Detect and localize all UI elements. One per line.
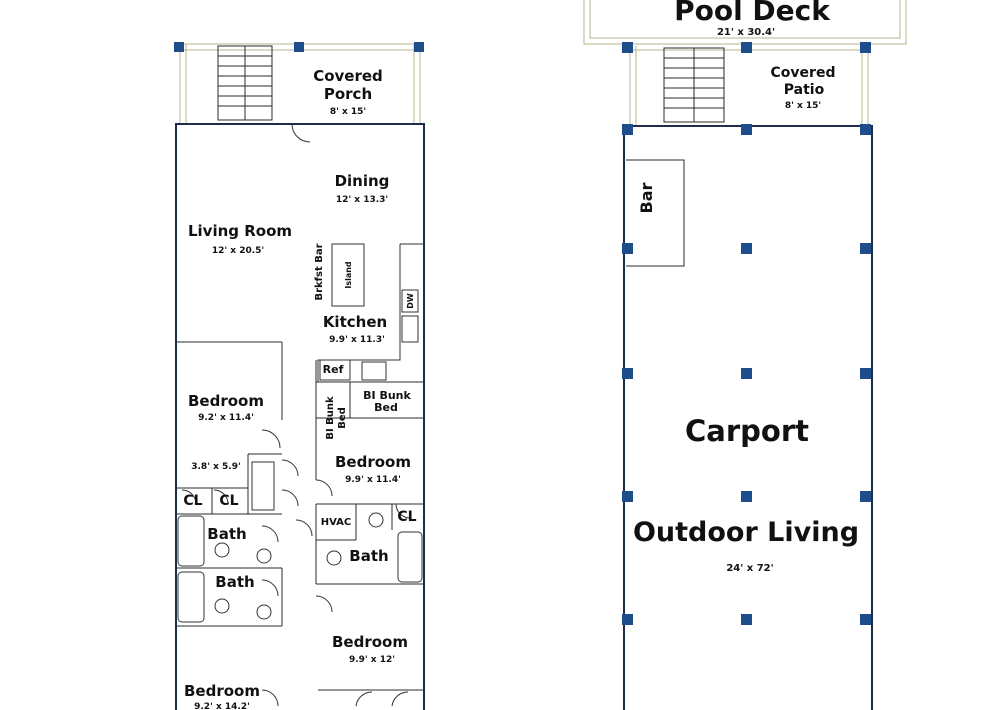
door-swings: [181, 123, 411, 707]
sink-icon: [401, 315, 419, 343]
covered-porch-area: [176, 43, 424, 124]
carport-posts: [622, 42, 871, 625]
tub-icon: [177, 515, 205, 567]
post-marker: [741, 124, 752, 135]
ground-level-plan: Pool Deck 21' x 30.4' Covered Patio 8' x…: [583, 0, 907, 710]
bi-bunk-bed-h-label-2: Bed: [374, 401, 398, 414]
toilet-icon: [368, 512, 384, 528]
pool-deck-dim: 21' x 30.4': [717, 27, 775, 38]
sink-icon: [256, 548, 272, 564]
brkfst-bar-label: Brkfst Bar: [314, 243, 325, 300]
bi-bunk-bed-h-label: BI Bunk: [363, 389, 411, 402]
post-marker: [860, 614, 871, 625]
dw-label: DW: [406, 293, 415, 309]
bath-fixtures: [177, 461, 423, 623]
post-marker: [294, 42, 304, 52]
main-level-plan: Covered Porch 8' x 15' Dining 12' x 13.3…: [174, 42, 425, 710]
ref-label: Ref: [323, 363, 344, 376]
post-marker: [174, 42, 184, 52]
dining-label: Dining: [335, 172, 390, 190]
island-label: Island: [344, 261, 353, 289]
kitchen-counters: [317, 243, 424, 382]
cl-3-label: CL: [397, 509, 416, 525]
bi-bunk-bed-v-label: BI Bunk: [325, 396, 336, 440]
tub-icon: [177, 571, 205, 623]
interior-walls: [176, 341, 424, 691]
bedroom-3-dim: 9.9' x 12': [349, 655, 395, 665]
porch-stairs: [217, 45, 273, 121]
outdoor-living-label: Outdoor Living: [633, 517, 859, 548]
covered-porch-label: Covered: [313, 67, 383, 85]
post-marker: [741, 491, 752, 502]
toilet-icon: [214, 542, 230, 558]
dining-dim: 12' x 13.3': [336, 195, 388, 205]
post-marker: [622, 42, 633, 53]
porch-posts: [174, 42, 424, 52]
post-marker: [860, 491, 871, 502]
island-outline: [331, 243, 365, 307]
post-marker: [622, 124, 633, 135]
post-marker: [860, 42, 871, 53]
covered-patio-dim: 8' x 15': [785, 101, 821, 111]
post-marker: [860, 243, 871, 254]
post-marker: [860, 124, 871, 135]
covered-patio-area: [626, 46, 870, 126]
post-marker: [622, 243, 633, 254]
bedroom-2-label: Bedroom: [335, 453, 411, 471]
closet-dim: 3.8' x 5.9': [191, 462, 240, 472]
kitchen-label: Kitchen: [323, 313, 387, 331]
carport-label: Carport: [685, 414, 809, 448]
post-marker: [414, 42, 424, 52]
pool-deck-label: Pool Deck: [674, 0, 831, 27]
cl-1-label: CL: [183, 493, 202, 509]
main-exterior-wall: [175, 123, 425, 710]
post-marker: [741, 42, 752, 53]
bar-label: Bar: [637, 182, 656, 213]
living-room-dim: 12' x 20.5': [212, 246, 264, 256]
post-marker: [622, 368, 633, 379]
stove-icon: [361, 361, 387, 381]
bedroom-1-dim: 9.2' x 11.4': [198, 413, 254, 423]
post-marker: [741, 368, 752, 379]
bath-2-label: Bath: [215, 573, 254, 591]
sink-icon: [326, 550, 342, 566]
post-marker: [741, 243, 752, 254]
bedroom-1-label: Bedroom: [188, 392, 264, 410]
hvac-label: HVAC: [321, 517, 352, 528]
bath-3-label: Bath: [349, 547, 388, 565]
bedroom-2-dim: 9.9' x 11.4': [345, 475, 401, 485]
bedroom-4-dim: 9.2' x 14.2': [194, 702, 250, 710]
covered-patio-label-2: Patio: [784, 82, 825, 98]
bedroom-3-label: Bedroom: [332, 633, 408, 651]
bath-1-label: Bath: [207, 525, 246, 543]
toilet-icon: [214, 598, 230, 614]
patio-stairs: [663, 47, 725, 123]
covered-porch-dim: 8' x 15': [330, 107, 366, 117]
post-marker: [622, 491, 633, 502]
bar-outline: [626, 159, 685, 267]
cl-2-label: CL: [219, 493, 238, 509]
sink-icon: [256, 604, 272, 620]
post-marker: [860, 368, 871, 379]
bi-bunk-bed-v-label-2: Bed: [337, 407, 348, 429]
covered-porch-label-2: Porch: [324, 85, 372, 103]
post-marker: [622, 614, 633, 625]
washer-dryer-icon: [251, 461, 275, 511]
post-marker: [741, 614, 752, 625]
tub-icon: [397, 531, 423, 583]
kitchen-dim: 9.9' x 11.3': [329, 335, 385, 345]
living-room-label: Living Room: [188, 222, 292, 240]
outdoor-living-dim: 24' x 72': [726, 563, 773, 574]
bedroom-4-label: Bedroom: [184, 682, 260, 700]
covered-patio-label: Covered: [771, 65, 836, 81]
